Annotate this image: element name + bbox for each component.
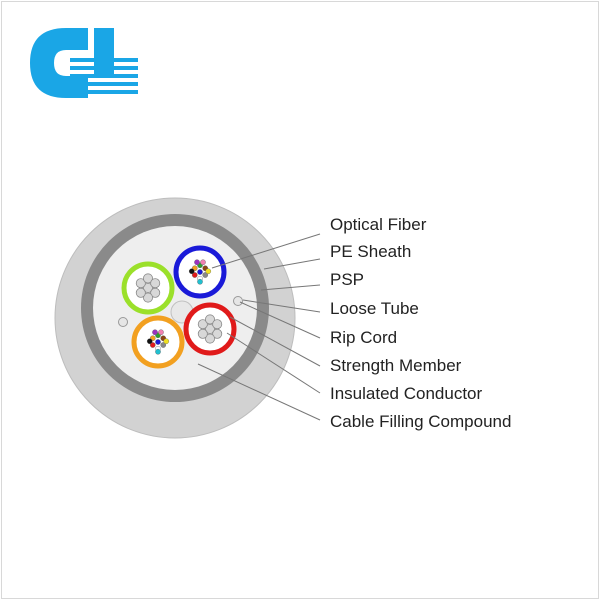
optical-fiber bbox=[188, 268, 195, 275]
optical-fiber bbox=[150, 287, 161, 298]
optical-fiber bbox=[212, 319, 223, 330]
leader-insulated-conductor bbox=[226, 332, 321, 394]
optical-fiber bbox=[158, 329, 164, 336]
label-loose-tube: Loose Tube bbox=[330, 299, 419, 318]
leader-lines bbox=[197, 233, 321, 421]
label-pe-sheath: PE Sheath bbox=[330, 242, 411, 261]
optical-fiber bbox=[155, 339, 161, 345]
optical-fiber bbox=[212, 328, 223, 339]
rip-cord-left bbox=[118, 317, 128, 327]
label-rip-cord: Rip Cord bbox=[330, 328, 397, 347]
leader-optical-fiber bbox=[211, 233, 321, 269]
optical-fiber bbox=[152, 329, 158, 336]
optical-fiber bbox=[202, 272, 209, 278]
optical-fiber bbox=[135, 278, 146, 289]
label-strength-member: Strength Member bbox=[330, 356, 462, 375]
optical-fiber bbox=[191, 272, 198, 278]
optical-fiber bbox=[205, 268, 212, 275]
optical-fiber bbox=[205, 333, 215, 344]
logo-c-shape bbox=[30, 28, 88, 98]
optical-fiber bbox=[135, 287, 146, 298]
leader-rip-cord bbox=[239, 301, 321, 339]
optical-fiber bbox=[149, 342, 156, 348]
leader-pe-sheath bbox=[263, 258, 321, 270]
rip-cord-right bbox=[233, 296, 243, 306]
optical-fiber bbox=[197, 319, 208, 330]
optical-fiber bbox=[194, 259, 200, 266]
optical-fiber bbox=[197, 328, 208, 339]
optical-fiber bbox=[146, 338, 153, 345]
leader-loose-tube bbox=[242, 299, 321, 313]
logo-stripes bbox=[70, 58, 138, 94]
company-logo bbox=[30, 28, 138, 98]
optical-fiber bbox=[205, 314, 215, 325]
loose-tube-blue bbox=[173, 245, 227, 299]
optical-fiber bbox=[163, 338, 170, 345]
optical-fiber bbox=[143, 273, 153, 284]
optical-fiber bbox=[197, 278, 203, 285]
logo-l-vertical bbox=[94, 28, 114, 78]
loose-tube-green bbox=[121, 261, 175, 315]
leader-strength-member bbox=[229, 316, 321, 367]
optical-fiber bbox=[143, 292, 153, 303]
label-insulated-conductor: Insulated Conductor bbox=[330, 384, 482, 403]
label-psp: PSP bbox=[330, 270, 364, 289]
optical-fiber bbox=[155, 348, 161, 355]
label-cable-filling-compound: Cable Filling Compound bbox=[330, 412, 511, 431]
leader-cable-filling-compound bbox=[197, 363, 321, 421]
optical-fiber bbox=[160, 342, 167, 348]
leader-psp bbox=[260, 284, 321, 291]
label-optical-fiber: Optical Fiber bbox=[330, 215, 427, 234]
optical-fiber bbox=[197, 269, 203, 275]
optical-fiber bbox=[200, 259, 206, 266]
loose-tube-red bbox=[183, 302, 237, 356]
loose-tube-orange bbox=[131, 315, 185, 369]
optical-fiber bbox=[150, 278, 161, 289]
